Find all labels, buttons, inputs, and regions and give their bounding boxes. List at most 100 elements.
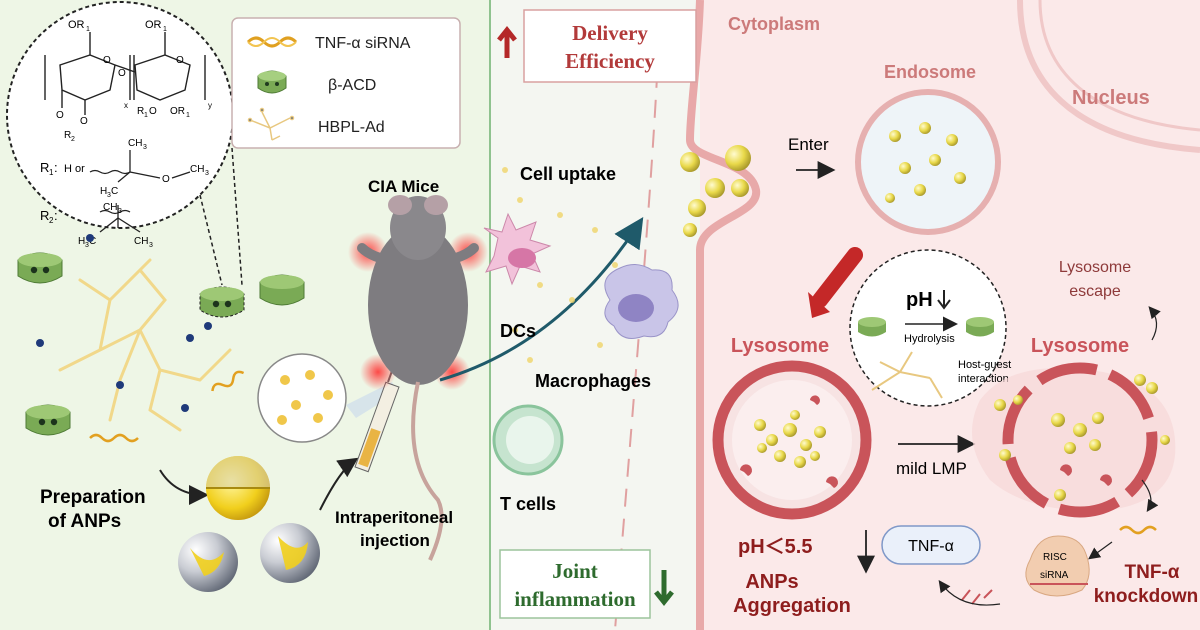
lysosome-left-enzymes bbox=[740, 395, 838, 488]
chem-ch3-c-sub: 3 bbox=[118, 208, 122, 215]
anp-halves bbox=[206, 456, 270, 520]
acd-icon bbox=[257, 70, 287, 94]
ph-down-icon bbox=[937, 290, 951, 310]
tnf-knockdown-line2: knockdown bbox=[1094, 586, 1199, 607]
legend-box bbox=[231, 17, 461, 149]
uptake-particles bbox=[502, 167, 618, 363]
r2-structure bbox=[99, 205, 141, 233]
chem-sub-x: x bbox=[124, 101, 128, 110]
chem-r1-label: R bbox=[40, 160, 49, 175]
nucleus-membrane bbox=[1017, 0, 1200, 153]
zoom-line-a bbox=[199, 194, 223, 286]
legend-sirna-label: TNF-α siRNA bbox=[315, 35, 411, 52]
zoom-line-b bbox=[231, 147, 243, 286]
chem-r1-label-sub: 1 bbox=[49, 168, 54, 177]
endosome-label: Endosome bbox=[884, 62, 976, 82]
ip-injection-line1: Intraperitoneal bbox=[335, 508, 453, 527]
chem-sub1-b: 1 bbox=[163, 26, 167, 33]
tnf-knockdown-line1: TNF-α bbox=[1125, 562, 1180, 583]
chem-sub-y: y bbox=[208, 101, 212, 110]
released-sirna bbox=[1119, 525, 1157, 535]
hydrolysis-cups bbox=[858, 317, 994, 337]
chem-or1-bot: OR bbox=[170, 106, 185, 117]
hbpl-icon bbox=[247, 107, 295, 141]
chem-o-link: O bbox=[118, 68, 126, 79]
endosome-anps bbox=[885, 122, 966, 203]
cell-uptake-label: Cell uptake bbox=[520, 164, 616, 184]
anp-spheres bbox=[178, 523, 320, 592]
chem-ch3-b-sub: 3 bbox=[205, 170, 209, 177]
chem-r2-colon: : bbox=[54, 208, 58, 223]
chem-r1o-sub: 1 bbox=[144, 112, 148, 119]
chem-o-b: O bbox=[80, 116, 88, 127]
chem-ch3-e-sub: 3 bbox=[149, 242, 153, 249]
endosome-circle bbox=[855, 89, 1001, 235]
hbpl-polymer bbox=[58, 258, 232, 432]
knockdown-arrow-a bbox=[1141, 479, 1159, 512]
endosome-to-lysosome-arrow bbox=[812, 247, 863, 308]
t-cell-icon bbox=[492, 404, 564, 476]
knockdown-arrow-b bbox=[1088, 541, 1113, 560]
syringe-icon bbox=[346, 359, 400, 473]
adamantane-dots bbox=[36, 234, 212, 412]
chem-o-ring-a: O bbox=[103, 55, 111, 66]
joint-line2: inflammation bbox=[514, 587, 636, 611]
anp-zoom-circle bbox=[257, 353, 347, 443]
lysosome-left-inner bbox=[732, 380, 852, 500]
chem-r1o-o: O bbox=[149, 106, 157, 117]
glucose-ring-structure bbox=[44, 32, 206, 115]
ph-detail-label: pH bbox=[906, 289, 933, 311]
risc-complex bbox=[1025, 535, 1090, 597]
lysosome-escape-line1: Lysosome bbox=[1059, 259, 1131, 276]
lysosome-left-label: Lysosome bbox=[731, 335, 829, 357]
chem-ch3-e: CH bbox=[134, 236, 148, 247]
joint-box bbox=[499, 549, 651, 619]
inject-arrow bbox=[319, 457, 359, 511]
membrane-anps bbox=[680, 145, 751, 237]
host-guest-line1: Host-guest bbox=[958, 359, 1011, 371]
chem-o-a: O bbox=[56, 110, 64, 121]
nucleus-label: Nucleus bbox=[1072, 87, 1150, 109]
uptake-arrow bbox=[439, 216, 644, 382]
chem-r2-sub: R bbox=[64, 130, 71, 141]
chem-r2-label-sub: 2 bbox=[49, 216, 54, 225]
delivery-box bbox=[523, 9, 697, 83]
chem-structure-circle bbox=[6, 1, 234, 229]
delivery-line2: Efficiency bbox=[565, 49, 655, 73]
anps-line2: Aggregation bbox=[733, 595, 851, 617]
prep-anps-line2: of ANPs bbox=[48, 511, 121, 532]
host-guest-line2: interaction bbox=[958, 373, 1009, 385]
chem-sub1-a: 1 bbox=[86, 26, 90, 33]
lysosome-right-enzymes bbox=[1060, 464, 1112, 486]
delivery-line1: Delivery bbox=[572, 21, 648, 45]
lysosome-right-anps bbox=[994, 374, 1170, 501]
chem-ch3-b: CH bbox=[190, 164, 204, 175]
chem-h3c-b-c: C bbox=[89, 236, 96, 247]
dcs-label: DCs bbox=[500, 321, 536, 341]
ph-polymer bbox=[871, 351, 943, 399]
chem-h3c-a-sub: 3 bbox=[107, 192, 111, 199]
lysosome-escape-line2: escape bbox=[1069, 283, 1121, 300]
cleavage-arrow bbox=[938, 580, 1001, 606]
chem-r2-sub-2: 2 bbox=[71, 136, 75, 143]
legend-acd-label: β-ACD bbox=[328, 77, 376, 94]
mild-lmp-label: mild LMP bbox=[896, 459, 967, 478]
chem-or1-top-a: OR bbox=[68, 19, 85, 31]
chem-h3c-a-c: C bbox=[111, 186, 118, 197]
lysosome-right-halo bbox=[972, 368, 1176, 511]
chem-h3c-b-sub: 3 bbox=[85, 242, 89, 249]
arrow-up-icon bbox=[497, 25, 517, 58]
chem-o-ring-b: O bbox=[176, 55, 184, 66]
nucleus-membrane-inner bbox=[1038, 0, 1200, 132]
lysosome-right-label: Lysosome bbox=[1031, 335, 1129, 357]
risc-sirna-label: siRNA bbox=[1040, 570, 1069, 581]
risc-label: RISC bbox=[1043, 552, 1067, 563]
chem-r1o: R bbox=[137, 106, 144, 117]
anp-zoom-particles bbox=[277, 370, 333, 425]
enter-label: Enter bbox=[788, 135, 829, 154]
mouse-illustration bbox=[348, 195, 488, 561]
anps-line1: ANPs bbox=[745, 571, 798, 593]
endosome-to-lysosome-arrowhead bbox=[808, 292, 830, 318]
